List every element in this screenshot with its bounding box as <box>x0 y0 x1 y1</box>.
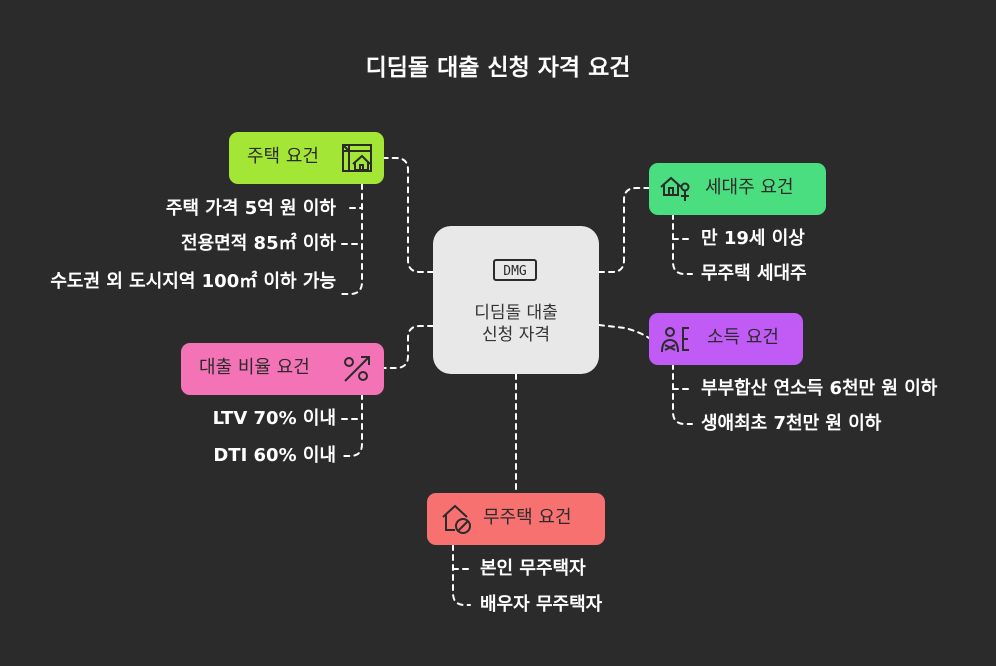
dmg-logo-icon: DMG <box>493 259 537 281</box>
homeless-item-spouse: 배우자 무주택자 <box>480 594 603 615</box>
center-label-line1: 디딤돌 대출 <box>474 303 558 323</box>
connector-loan-ratio <box>383 325 434 369</box>
diagram-title: 디딤돌 대출 신청 자격 요건 <box>365 55 631 81</box>
percent-icon <box>344 356 370 382</box>
income-item-couple: 부부합산 연소득 6천만 원 이하 <box>701 378 938 399</box>
people-income-icon <box>661 327 689 353</box>
housing-requirement-label: 주택 요건 <box>247 146 319 167</box>
center-logo-text: DMG <box>503 264 527 279</box>
center-label: 디딤돌 대출 신청 자격 <box>433 302 599 346</box>
connector-householder-leaves <box>672 213 693 275</box>
blueprint-house-icon <box>342 144 372 172</box>
householder-item-homeless-head: 무주택 세대주 <box>701 263 807 284</box>
homeless-requirement-node: 무주택 요건 <box>427 493 605 545</box>
income-requirement-node: 소득 요건 <box>649 313 803 365</box>
loan-ratio-requirement-label: 대출 비율 요건 <box>199 357 310 378</box>
connector-loan-leaves <box>341 393 363 457</box>
connector-housing-leaves <box>341 183 363 295</box>
householder-item-age: 만 19세 이상 <box>701 228 805 249</box>
homeless-requirement-label: 무주택 요건 <box>483 507 572 528</box>
center-node: DMG 디딤돌 대출 신청 자격 <box>433 226 599 374</box>
income-item-first-time: 생애최초 7천만 원 이하 <box>701 413 882 434</box>
loan-ratio-requirement-node: 대출 비율 요건 <box>181 343 384 395</box>
connector-housing <box>383 157 434 273</box>
connector-income <box>598 324 650 339</box>
homeless-item-self: 본인 무주택자 <box>480 558 586 579</box>
loan-ratio-item-ltv: LTV 70% 이내 <box>212 408 336 429</box>
connector-homeless-leaves <box>452 544 471 606</box>
housing-requirement-node: 주택 요건 <box>229 132 384 184</box>
housing-item-area: 전용면적 85㎡ 이하 <box>181 233 336 254</box>
income-requirement-label: 소득 요건 <box>707 327 779 348</box>
house-person-icon <box>660 176 690 201</box>
center-label-line2: 신청 자격 <box>482 325 550 345</box>
loan-ratio-item-dti: DTI 60% 이내 <box>213 445 336 466</box>
connector-income-leaves <box>672 363 693 425</box>
house-no-icon <box>442 504 471 534</box>
householder-requirement-node: 세대주 요건 <box>649 163 826 215</box>
housing-item-price: 주택 가격 5억 원 이하 <box>165 198 336 219</box>
connector-householder <box>598 187 650 273</box>
householder-requirement-label: 세대주 요건 <box>705 177 794 198</box>
housing-item-regional-area: 수도권 외 도시지역 100㎡ 이하 가능 <box>50 271 336 292</box>
